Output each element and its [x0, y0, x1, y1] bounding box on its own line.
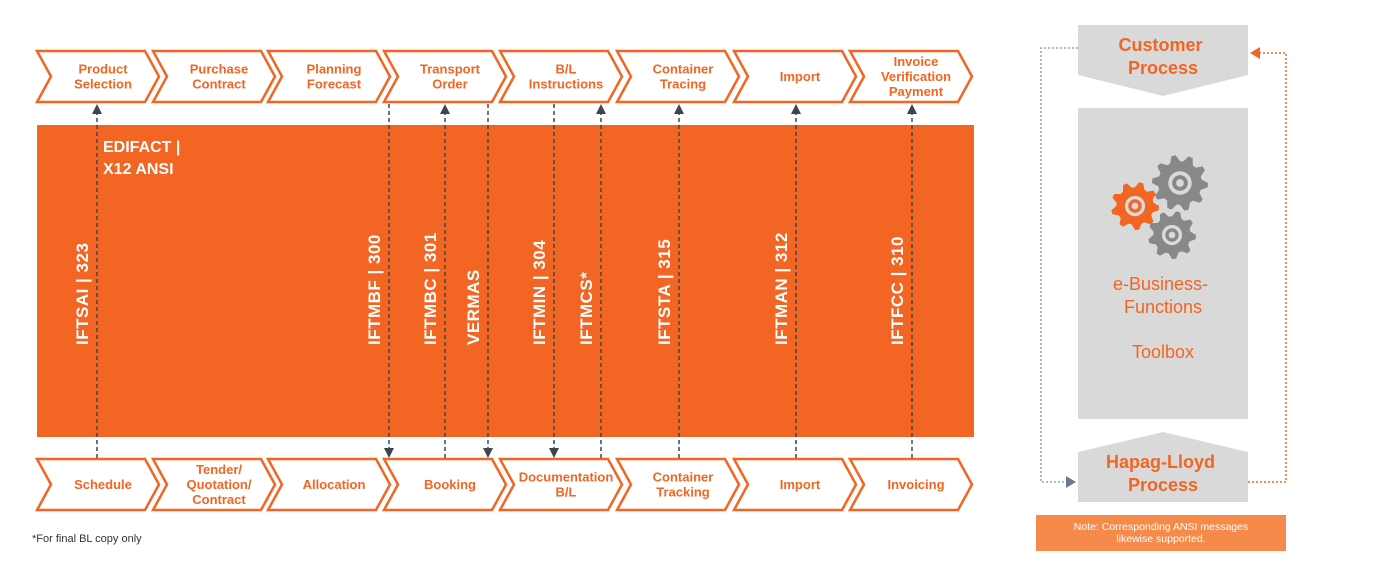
- ansi-note: Note: Corresponding ANSI messages likewi…: [1036, 515, 1286, 551]
- message-flow: VERMAS: [464, 104, 493, 458]
- edifact-label: EDIFACT |X12 ANSI: [103, 139, 180, 178]
- toolbox-panel: [1078, 108, 1248, 419]
- hapag-process-shape: [1078, 432, 1248, 502]
- arrowhead: [440, 104, 450, 114]
- message-flow: IFTMCS*: [577, 104, 606, 458]
- hapag-step-label: Allocation: [303, 477, 366, 492]
- hapag-step: Tender/Quotation/Contract: [150, 457, 277, 512]
- arrowhead: [549, 448, 559, 458]
- message-flow: IFTSAI | 323: [73, 104, 102, 458]
- loop-arrow-into-hapag: [1066, 476, 1076, 488]
- message-flow: IFTMAN | 312: [772, 104, 801, 458]
- hapag-step-label: Import: [780, 477, 821, 492]
- customer-to-hapag-loop: [1040, 47, 1078, 483]
- hapag-step: Allocation: [265, 457, 392, 512]
- message-flow: IFTMIN | 304: [530, 104, 559, 458]
- arrowhead: [384, 448, 394, 458]
- customer-chevron: [731, 49, 858, 104]
- hapag-chevron: [265, 457, 392, 512]
- message-label: VERMAS: [464, 269, 483, 345]
- hapag-chevron: [497, 457, 624, 512]
- arrowhead: [907, 104, 917, 114]
- loop-arrow-into-customer: [1250, 47, 1260, 59]
- hapag-step: Booking: [381, 457, 508, 512]
- arrowhead: [674, 104, 684, 114]
- footnote: *For final BL copy only: [32, 533, 142, 545]
- customer-chevron: [34, 49, 161, 104]
- hapag-step-label: Invoicing: [887, 477, 944, 492]
- message-label: IFTMIN | 304: [530, 240, 549, 345]
- customer-step-label: Import: [780, 69, 821, 84]
- customer-chevron: [497, 49, 624, 104]
- hapag-chevron: [614, 457, 741, 512]
- hapag-to-customer-loop: [1248, 52, 1287, 483]
- arrowhead: [791, 104, 801, 114]
- hapag-chevron: [731, 457, 858, 512]
- message-label: IFTSAI | 323: [73, 243, 92, 345]
- toolbox-label: Toolbox: [1132, 342, 1194, 362]
- message-flow: IFTSTA | 315: [655, 104, 684, 458]
- message-flows: IFTSAI | 323 IFTMBF | 300 IFTMBC | 301 VERM…: [73, 104, 917, 458]
- hapag-step: Schedule: [34, 457, 161, 512]
- customer-chevron: [847, 49, 974, 104]
- gears-icon: [1111, 155, 1208, 259]
- message-flow: IFTMBC | 301: [421, 104, 450, 458]
- hapag-step: Invoicing: [847, 457, 974, 512]
- arrowhead: [596, 104, 606, 114]
- hapag-chevron: [34, 457, 161, 512]
- toolbox-functions-label: e-Business- Functions: [1113, 274, 1213, 317]
- message-label: IFTMAN | 312: [772, 232, 791, 345]
- customer-process-label: Customer Process: [1118, 35, 1207, 78]
- message-label: IFTMBC | 301: [421, 232, 440, 345]
- ansi-note-line-1: Note: Corresponding ANSI messages: [1073, 521, 1249, 533]
- customer-chevron: [150, 49, 277, 104]
- arrowhead: [92, 104, 102, 114]
- message-label: IFTMBF | 300: [365, 234, 384, 345]
- message-label: IFTMCS*: [577, 272, 596, 345]
- message-flow: IFTMBF | 300: [365, 104, 394, 458]
- edifact-label-text: EDIFACT |X12 ANSI: [103, 139, 180, 178]
- hapag-chevron: [847, 457, 974, 512]
- hapag-step: Import: [731, 457, 858, 512]
- hapag-chevron: [150, 457, 277, 512]
- hapag-process-label: Hapag-Lloyd Process: [1106, 452, 1220, 495]
- hapag-step-label: Booking: [424, 477, 476, 492]
- hapag-steps-row: Schedule Tender/Quotation/Contract Allocat…: [34, 457, 974, 512]
- message-flow: IFTFCC | 310: [888, 104, 917, 458]
- customer-step: Import: [731, 49, 858, 104]
- customer-process-shape: [1078, 25, 1248, 96]
- hapag-step-label: Tender/Quotation/Contract: [187, 462, 252, 507]
- arrowhead: [483, 448, 493, 458]
- edi-band: [37, 125, 974, 437]
- message-label: IFTFCC | 310: [888, 236, 907, 345]
- customer-chevron: [614, 49, 741, 104]
- message-label: IFTSTA | 315: [655, 239, 674, 345]
- customer-chevron: [381, 49, 508, 104]
- hapag-step-label: Schedule: [74, 477, 132, 492]
- customer-chevron: [265, 49, 392, 104]
- ansi-note-line-2: likewise supported.: [1116, 533, 1206, 545]
- hapag-chevron: [381, 457, 508, 512]
